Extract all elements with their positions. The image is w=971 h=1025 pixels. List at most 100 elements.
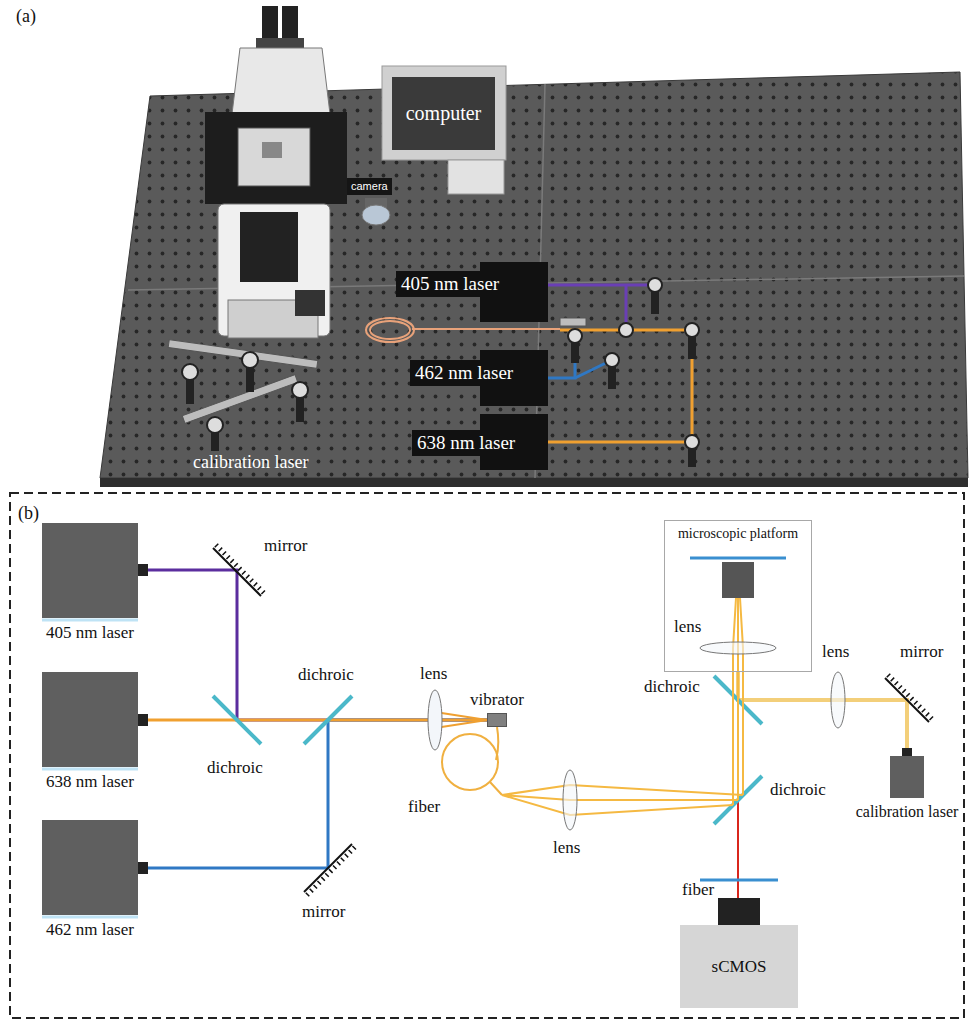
node-label: sCMOS: [712, 957, 767, 977]
optic-mount: [242, 352, 258, 368]
laser-aperture: [138, 714, 148, 726]
optic-post: [688, 337, 696, 359]
mirror-symbol: [304, 844, 352, 892]
expanded-beam: [502, 785, 743, 815]
optical-fiber: [412, 328, 560, 330]
sample-holder: [262, 142, 282, 158]
part-label: dichroic: [770, 780, 826, 800]
laser-shadow: [42, 768, 138, 771]
violet-beam: [625, 285, 628, 328]
dichroic-mirror: [213, 696, 261, 744]
mirror-hatch: [888, 675, 932, 719]
optical-table: [100, 72, 968, 478]
part-label: dichroic: [298, 665, 354, 685]
excitation-beam: [733, 598, 743, 805]
optic-mount: [292, 382, 308, 398]
node-label: 462 nm laser: [415, 362, 513, 384]
lens-symbol: [428, 690, 442, 750]
optic-mount: [619, 323, 633, 337]
laser-module: 462 nm laser: [410, 360, 518, 386]
laser-aperture: [138, 862, 148, 874]
part-label: lens: [674, 617, 701, 637]
node-label: 638 nm laser: [46, 772, 134, 792]
optic-mount: [605, 353, 619, 367]
node-label: camera: [351, 180, 388, 193]
laser-shadow: [42, 916, 138, 919]
optic-post: [651, 292, 659, 314]
eyepiece: [282, 6, 298, 42]
optical-rail: [182, 375, 297, 424]
table-edge: [100, 478, 968, 487]
objective-turret: [240, 212, 298, 282]
sample-stage: [690, 557, 786, 560]
laser-module: 638 nm laser: [412, 430, 520, 456]
optic-mount: [568, 329, 582, 343]
panel-letter: (b): [18, 503, 39, 524]
part-label: calibration laser: [193, 452, 308, 473]
laser-box: calibration laser: [890, 756, 924, 798]
part-label: dichroic: [644, 677, 700, 697]
optic-post: [186, 380, 194, 404]
node-label: 405 nm laser: [46, 623, 134, 643]
node-label: computer: [406, 102, 482, 125]
microscope-frame: microscopic platform: [664, 520, 812, 672]
lens-symbol: [831, 672, 845, 728]
monitor-stand: [448, 160, 504, 194]
optic-mount: [685, 435, 699, 449]
lens-symbol: [700, 642, 776, 654]
focus-knob: [295, 290, 325, 316]
monitor-screen: computer: [392, 77, 495, 150]
red-beam: [548, 330, 692, 442]
monitor-frame: [382, 66, 506, 160]
objective-lens: [722, 562, 754, 598]
laser-box: 405 nm laser: [42, 523, 138, 618]
node-label: vibrator: [470, 690, 524, 710]
mirror-symbol: [885, 678, 929, 722]
fiber-loop: [442, 734, 498, 790]
optic-mount: [182, 364, 198, 380]
part-label: fiber: [408, 797, 440, 817]
panel-frame: [10, 493, 964, 1018]
optic-mount: [648, 278, 662, 292]
node-label: 462 nm laser: [46, 920, 134, 940]
calibration-beam: [738, 672, 907, 756]
eyepiece: [262, 6, 278, 42]
optical-fiber: [490, 727, 502, 795]
part-label: mirror: [900, 642, 943, 662]
mirror-hatch: [216, 545, 264, 593]
panel-letter: (a): [16, 6, 36, 27]
microscope-stage: [205, 112, 347, 204]
laser-box: 638 nm laser: [42, 672, 138, 767]
part-label: mirror: [264, 536, 307, 556]
violet-beam: [548, 284, 655, 287]
laser-shadow: [42, 619, 138, 622]
part-label: lens: [553, 838, 580, 858]
focused-beam: [435, 712, 487, 728]
dichroic-mirror: [304, 696, 352, 744]
node-label: 405 nm laser: [401, 273, 499, 295]
optic-post: [688, 449, 696, 467]
mirror-symbol: [213, 548, 261, 596]
optic-mount: [685, 323, 699, 337]
optic-post: [608, 367, 616, 389]
node-label: calibration laser: [856, 803, 959, 821]
optic-post: [211, 433, 219, 451]
part-label: lens: [822, 642, 849, 662]
fiber-coil: [370, 321, 410, 339]
microscope-head: [232, 48, 330, 114]
part-label: mirror: [302, 902, 345, 922]
node-label: 638 nm laser: [417, 432, 515, 454]
vibrator-box: vibrator: [487, 713, 507, 727]
node-label: microscopic platform: [678, 526, 798, 542]
optic-post: [296, 398, 304, 422]
laser-aperture: [138, 564, 148, 576]
mirror-hatch: [307, 847, 355, 895]
part-label: fiber: [682, 880, 714, 900]
laser-aperture: [902, 748, 912, 756]
eyepiece-mount: [256, 38, 304, 48]
laser-box: 462 nm laser: [42, 820, 138, 915]
optic-mount: [207, 417, 223, 433]
optic-post: [246, 368, 254, 392]
